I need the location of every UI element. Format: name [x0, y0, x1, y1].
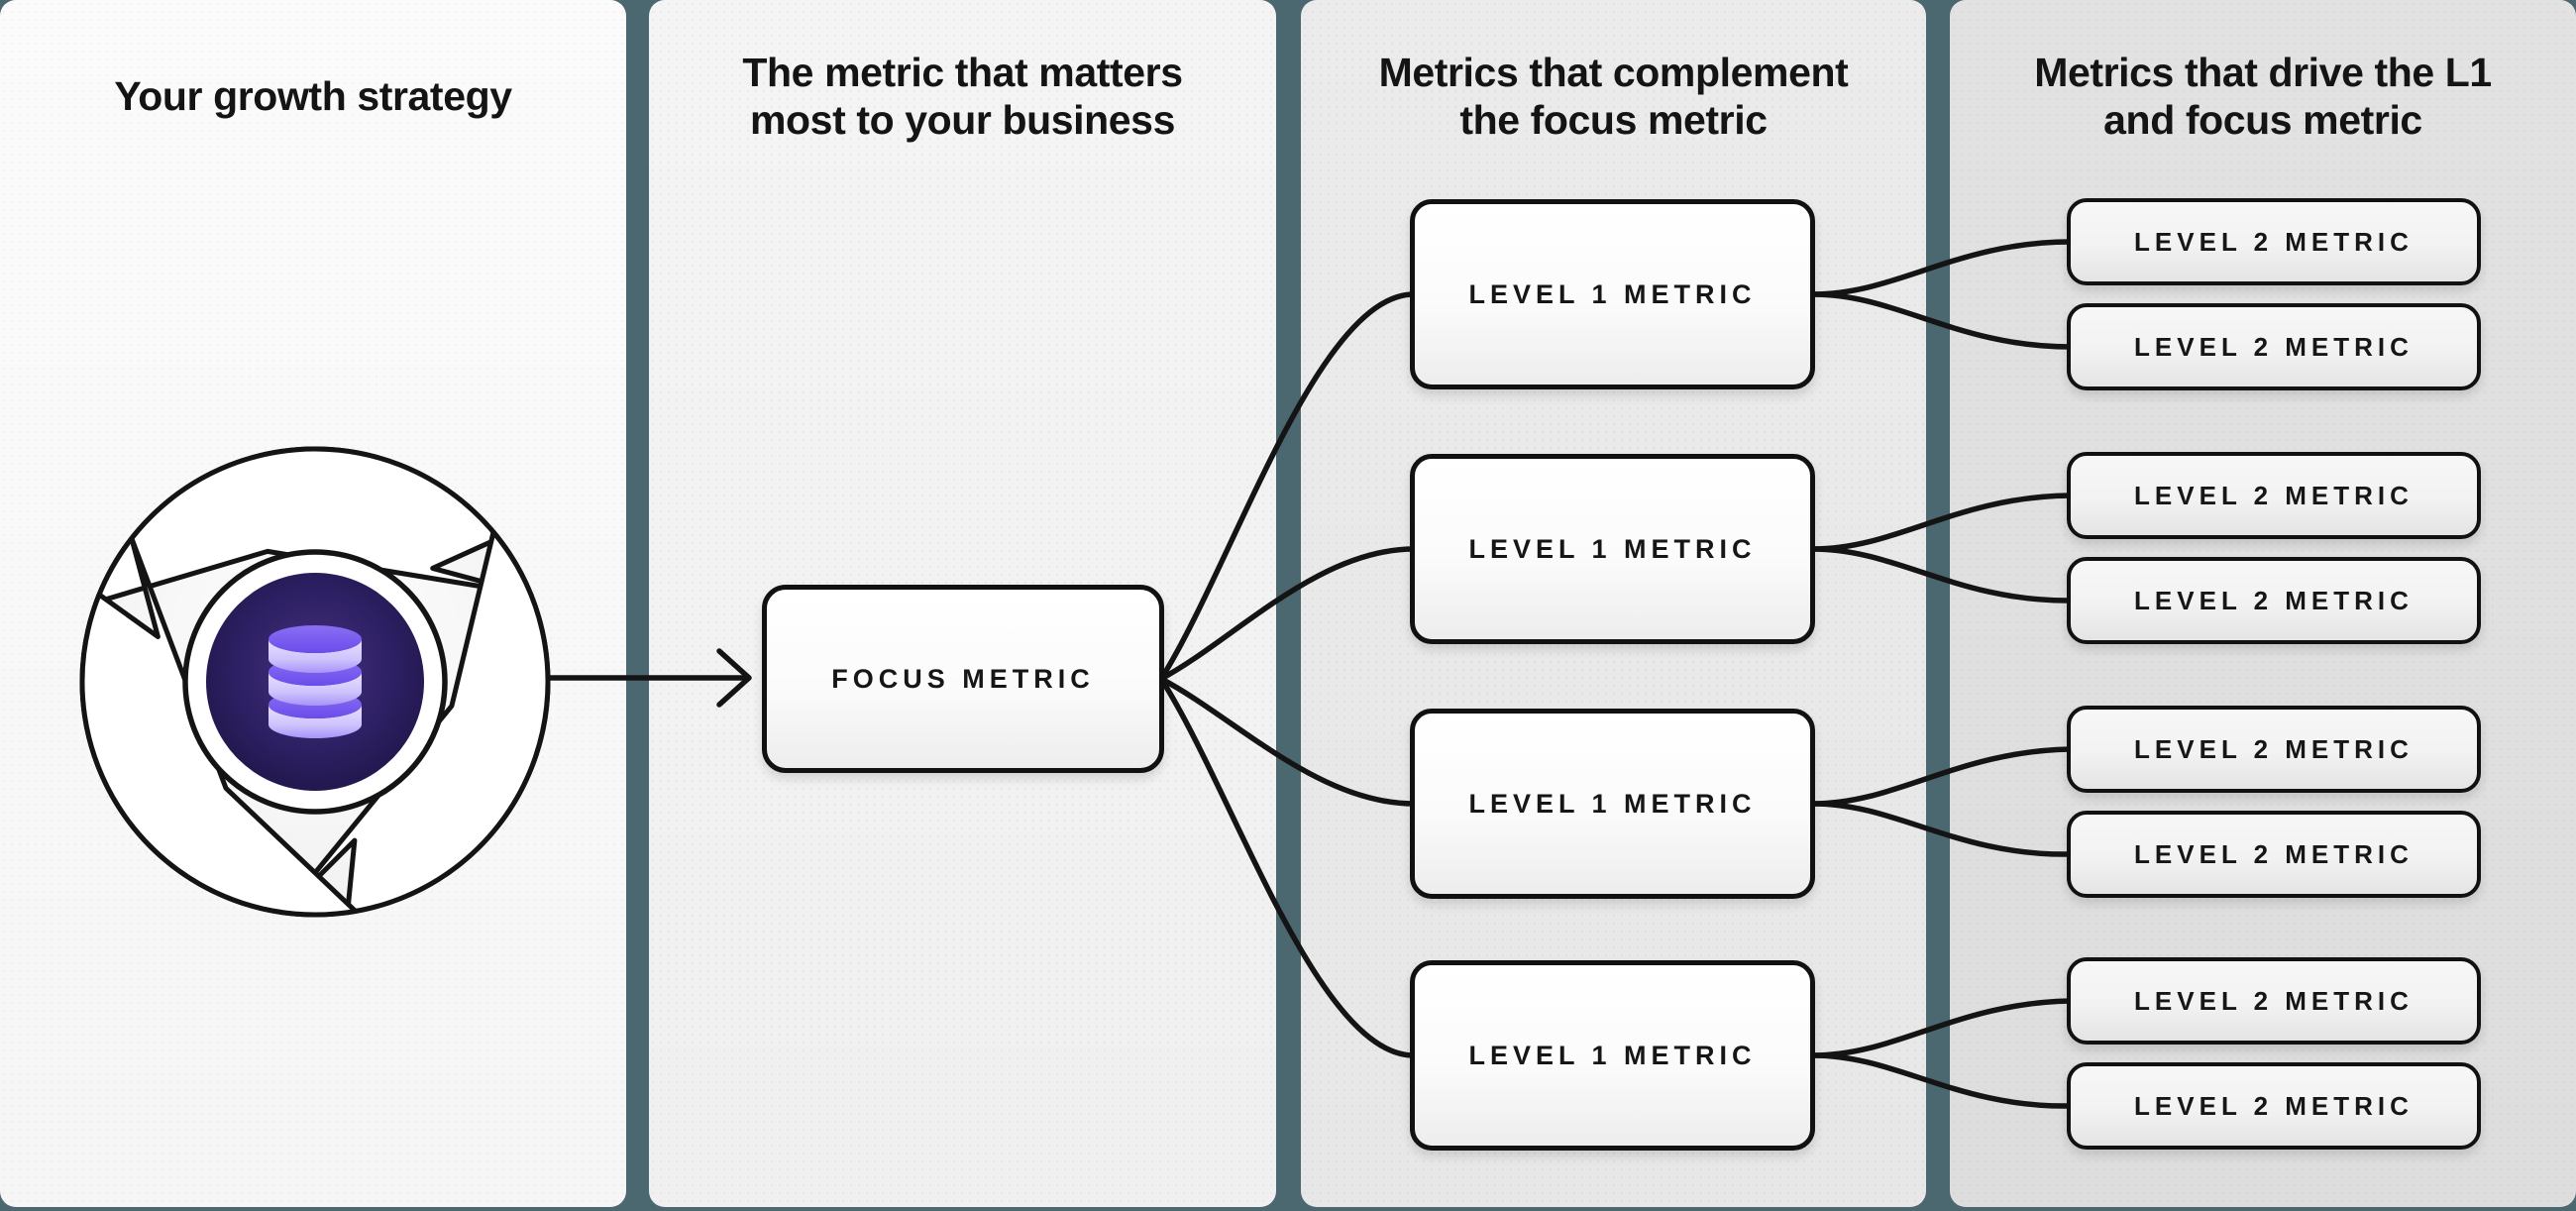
- level1-metric-box: LEVEL 1 METRIC: [1410, 960, 1815, 1151]
- level2-metric-box: LEVEL 2 METRIC: [2067, 811, 2481, 898]
- level1-metric-box: LEVEL 1 METRIC: [1410, 709, 1815, 899]
- level1-metric-box: LEVEL 1 METRIC: [1410, 199, 1815, 389]
- level2-metric-box: LEVEL 2 METRIC: [2067, 452, 2481, 539]
- level2-metric-box: LEVEL 2 METRIC: [2067, 198, 2481, 285]
- level2-metric-box: LEVEL 2 METRIC: [2067, 557, 2481, 644]
- level2-metric-box: LEVEL 2 METRIC: [2067, 957, 2481, 1045]
- column-title-focus-metric: The metric that matters most to your bus…: [742, 50, 1183, 143]
- level2-metric-box: LEVEL 2 METRIC: [2067, 706, 2481, 793]
- column-title-level2: Metrics that drive the L1 and focus metr…: [2034, 50, 2492, 143]
- column-title-growth-strategy: Your growth strategy: [114, 73, 512, 120]
- focus-metric-box: FOCUS METRIC: [762, 585, 1164, 773]
- level1-metric-box: LEVEL 1 METRIC: [1410, 454, 1815, 644]
- column-title-level1: Metrics that complement the focus metric: [1378, 50, 1849, 143]
- level2-metric-box: LEVEL 2 METRIC: [2067, 303, 2481, 390]
- level2-metric-box: LEVEL 2 METRIC: [2067, 1062, 2481, 1150]
- panel-growth-strategy: [0, 0, 626, 1207]
